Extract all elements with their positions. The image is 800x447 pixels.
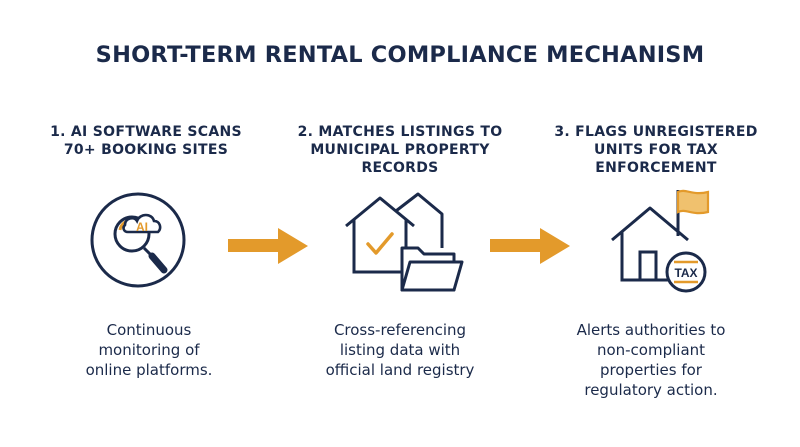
ai-cloud-magnifier-icon: AI — [90, 192, 186, 288]
step-1-title: 1. AI SOFTWARE SCANS 70+ BOOKING SITES — [50, 124, 242, 158]
house-flag-tax-icon: TAX — [611, 189, 710, 293]
houses-checkmark-folder-icon — [345, 192, 464, 292]
step-2-title: 2. MATCHES LISTINGS TO MUNICIPAL PROPERT… — [297, 124, 503, 176]
step-1-description: Continuous monitoring of online platform… — [85, 321, 213, 379]
arrow-right-icon — [228, 228, 308, 264]
step-3-description: Alerts authorities to non-compliant prop… — [576, 321, 726, 399]
ai-label: AI — [136, 220, 148, 234]
step-3-title: 3. FLAGS UNREGISTERED UNITS FOR TAX ENFO… — [554, 124, 758, 176]
step-2-description: Cross-referencing listing data with offi… — [325, 321, 475, 379]
arrow-right-icon — [490, 228, 570, 264]
page-title: SHORT-TERM RENTAL COMPLIANCE MECHANISM — [95, 42, 705, 68]
tax-label: TAX — [674, 266, 697, 280]
